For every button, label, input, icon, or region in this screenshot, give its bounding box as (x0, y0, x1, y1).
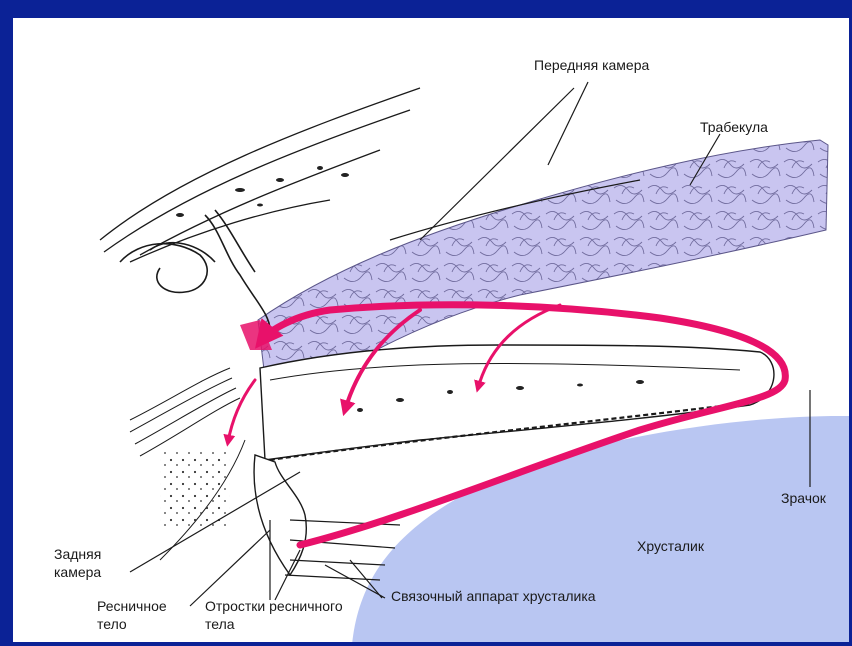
label-anterior-chamber: Передняя камера (534, 57, 649, 74)
label-zonules: Связочный аппарат хрусталика (391, 588, 596, 605)
label-trabecula: Трабекула (700, 119, 768, 136)
lens-shape (352, 416, 849, 645)
label-posterior-chamber-line2: камера (54, 564, 101, 581)
schlemm-canal (120, 210, 270, 330)
label-ciliary-body-line1: Ресничное (97, 598, 167, 615)
label-ciliary-processes-line1: Отростки ресничного (205, 598, 343, 615)
label-pupil: Зрачок (781, 490, 826, 507)
label-ciliary-processes-line2: тела (205, 616, 235, 633)
cornea-layers (100, 88, 420, 262)
ciliary-fibers (130, 368, 240, 456)
label-ciliary-body-line2: тело (97, 616, 127, 633)
ciliary-muscle-fibers (160, 450, 230, 530)
label-lens: Хрусталик (637, 538, 704, 555)
flow-branch-3 (228, 380, 255, 442)
cornea-speckles (176, 166, 349, 217)
label-posterior-chamber-line1: Задняя (54, 546, 101, 563)
